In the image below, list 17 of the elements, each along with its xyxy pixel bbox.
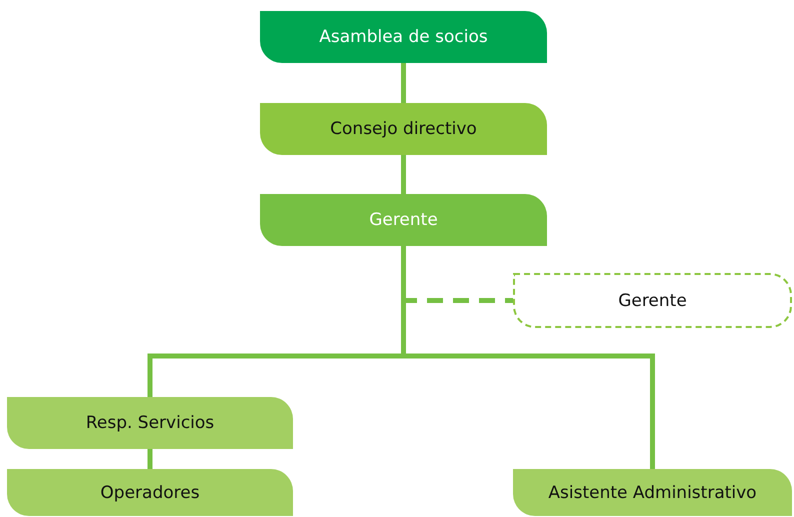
- connector-line: [401, 63, 406, 103]
- box-label: Gerente: [369, 210, 438, 230]
- box-label: Gerente: [618, 290, 687, 310]
- box-label: Consejo directivo: [330, 119, 477, 139]
- org-box: [260, 11, 547, 63]
- org-box: [7, 397, 293, 449]
- org-box: [260, 194, 547, 246]
- connector-line: [148, 449, 152, 469]
- connector-line: [401, 155, 406, 194]
- org-box: [513, 469, 792, 516]
- box-label: Operadores: [100, 482, 200, 502]
- advisory-box: [513, 273, 792, 328]
- box-label: Asistente Administrativo: [548, 482, 757, 502]
- box-label: Asamblea de socios: [319, 27, 488, 47]
- org-box: [7, 469, 293, 516]
- org-box: [260, 103, 547, 155]
- box-label: Resp. Servicios: [86, 413, 214, 433]
